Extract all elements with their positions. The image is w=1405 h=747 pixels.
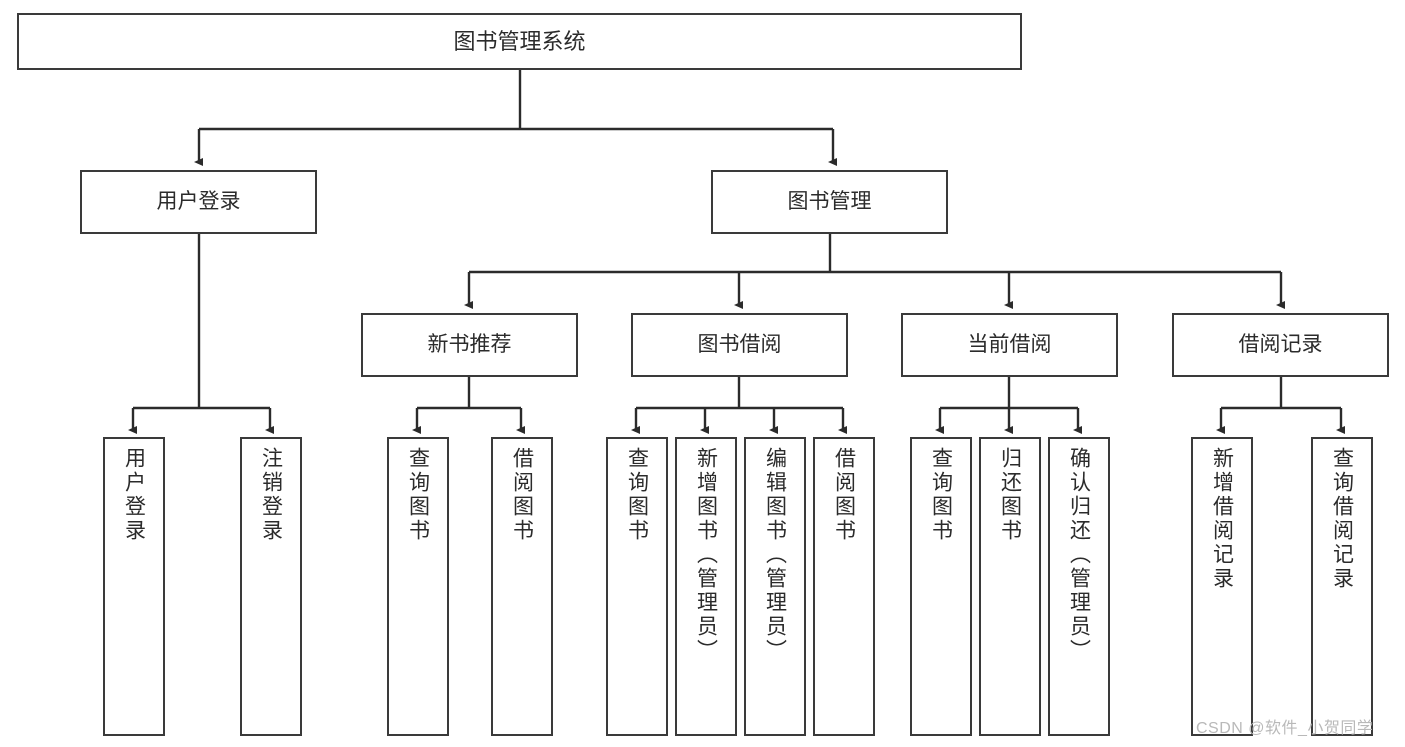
leaf-current-query-book[interactable]: 查询图书 bbox=[910, 437, 972, 736]
leaf-record-add[interactable]: 新增借阅记录 bbox=[1191, 437, 1253, 736]
node-root-label: 图书管理系统 bbox=[453, 28, 586, 54]
leaf-borrow-edit-book-label: 编辑图书（管理员） bbox=[763, 447, 787, 663]
node-borrow-record[interactable]: 借阅记录 bbox=[1172, 313, 1389, 377]
node-current-borrow-label: 当前借阅 bbox=[967, 332, 1052, 356]
leaf-current-confirm-return-label: 确认归还（管理员） bbox=[1067, 447, 1091, 663]
leaf-user-login-signin-label: 用户登录 bbox=[122, 447, 146, 543]
leaf-current-query-book-label: 查询图书 bbox=[929, 447, 953, 543]
leaf-borrow-edit-book[interactable]: 编辑图书（管理员） bbox=[744, 437, 806, 736]
node-book-management-label: 图书管理 bbox=[787, 189, 872, 213]
leaf-new-book-borrow[interactable]: 借阅图书 bbox=[491, 437, 553, 736]
leaf-record-add-label: 新增借阅记录 bbox=[1210, 447, 1234, 591]
leaf-borrow-add-book-label: 新增图书（管理员） bbox=[694, 447, 718, 663]
leaf-user-login-signout[interactable]: 注销登录 bbox=[240, 437, 302, 736]
leaf-current-confirm-return[interactable]: 确认归还（管理员） bbox=[1048, 437, 1110, 736]
node-book-management[interactable]: 图书管理 bbox=[711, 170, 948, 234]
node-root[interactable]: 图书管理系统 bbox=[17, 13, 1022, 70]
leaf-new-book-query[interactable]: 查询图书 bbox=[387, 437, 449, 736]
node-book-borrow-label: 图书借阅 bbox=[697, 332, 782, 356]
watermark-text: CSDN @软件_小贺同学 bbox=[1196, 720, 1374, 737]
node-borrow-record-label: 借阅记录 bbox=[1238, 332, 1323, 356]
leaf-borrow-borrow-book[interactable]: 借阅图书 bbox=[813, 437, 875, 736]
leaf-new-book-query-label: 查询图书 bbox=[406, 447, 430, 543]
leaf-record-query[interactable]: 查询借阅记录 bbox=[1311, 437, 1373, 736]
leaf-borrow-query-book-label: 查询图书 bbox=[625, 447, 649, 543]
node-new-book-recommend[interactable]: 新书推荐 bbox=[361, 313, 578, 377]
node-user-login-label: 用户登录 bbox=[156, 189, 241, 213]
leaf-user-login-signout-label: 注销登录 bbox=[259, 447, 283, 543]
leaf-borrow-query-book[interactable]: 查询图书 bbox=[606, 437, 668, 736]
leaf-record-query-label: 查询借阅记录 bbox=[1330, 447, 1354, 591]
leaf-current-return-book[interactable]: 归还图书 bbox=[979, 437, 1041, 736]
node-book-borrow[interactable]: 图书借阅 bbox=[631, 313, 848, 377]
node-new-book-recommend-label: 新书推荐 bbox=[427, 332, 512, 356]
node-user-login[interactable]: 用户登录 bbox=[80, 170, 317, 234]
leaf-new-book-borrow-label: 借阅图书 bbox=[510, 447, 534, 543]
leaf-user-login-signin[interactable]: 用户登录 bbox=[103, 437, 165, 736]
leaf-borrow-borrow-book-label: 借阅图书 bbox=[832, 447, 856, 543]
leaf-borrow-add-book[interactable]: 新增图书（管理员） bbox=[675, 437, 737, 736]
node-current-borrow[interactable]: 当前借阅 bbox=[901, 313, 1118, 377]
leaf-current-return-book-label: 归还图书 bbox=[998, 447, 1022, 543]
